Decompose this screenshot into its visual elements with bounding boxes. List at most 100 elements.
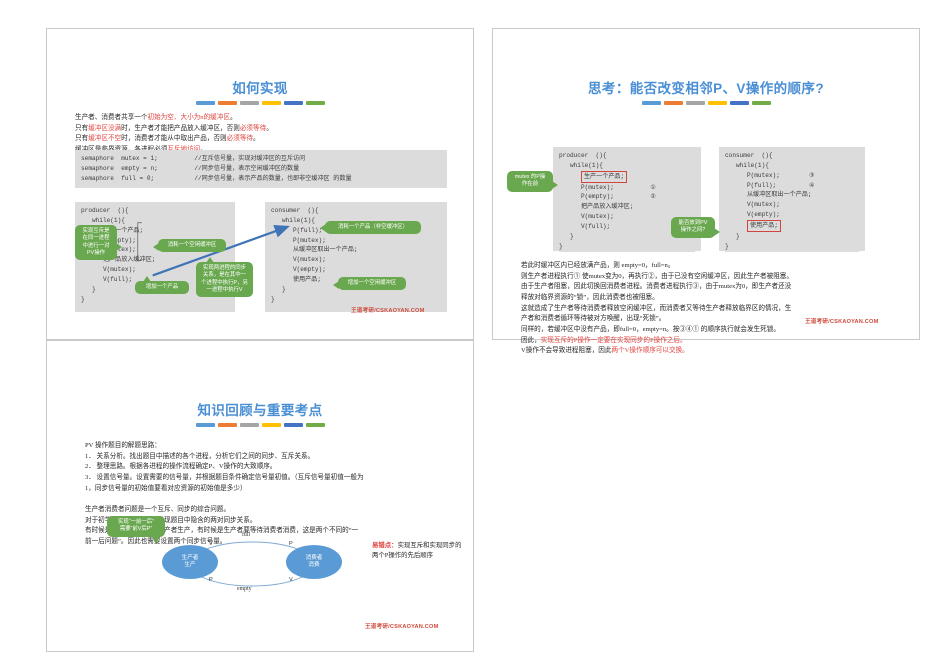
plain-text: 缓冲区是临界资源，各进程必须 [75,146,167,153]
callout-sync-relation-text: 实现两进程的同步 关系，是在其中一 个进程中执行P，另 一进程中执行V [201,265,248,293]
title-deco-bar [283,101,303,105]
plain-text: 这就造成了生产者等待消费者释放空闲缓冲区，而消费者又等待生产者释放临界区的情况，… [521,304,792,312]
callout-consume-product-text: 消耗一个产品（非空缓冲区） [337,224,409,230]
text-line: 产者和消费者循环等待被对方唤醒，出现“死锁”。 [521,314,903,325]
title-deco-bar [217,101,237,105]
text-line: 这就造成了生产者等待消费者释放空闲缓冲区，而消费者又等待生产者释放临界区的情况，… [521,304,903,315]
plain-text: 只有 [75,124,89,132]
text-line: 1． 关系分析。找出题目中描述的各个进程，分析它们之间的同步、互斥关系。 [85,452,315,460]
code-line: P(mutex); ① [559,183,656,191]
plain-text: 。 [229,114,237,121]
slide3-title: 知识回顾与重要考点 [197,403,323,418]
code-line: V(mutex); [725,201,780,209]
diagram-pv-bottom-left: P [209,577,213,583]
code-line: P(full); ④ [725,181,815,189]
highlighted-text: 必须等待 [239,124,267,132]
callout-add-empty-buffer-text: 增加一个空闲缓冲区 [347,280,397,286]
callout-mutex-pv-pair: 实现互斥是 在同一进程 中进行一对 PV操作 [75,225,122,261]
code-line: while(1){ [559,161,603,169]
plain-text: 若此时缓冲区内已经放满产品，则 empty=0，full=n。 [521,262,675,269]
highlighted-text: 初始为空、大小为n的缓冲区 [147,114,230,121]
plain-text: V操作不会导致进程阻塞，因此 [521,347,612,355]
slide-how-to-implement: 如何实现 生产者、消费者共享一个初始为空、大小为n的缓冲区。只有缓冲区没满时，生… [46,28,474,340]
diagram-node-producer-label: 生产者 生产 [181,555,199,568]
highlighted-text: 缓冲区不空 [88,135,122,143]
code-line: P(mutex); ③ [725,171,815,179]
text-line: 同样的，若缓冲区中没有产品，即full=0，empty=n。按③④① 的顺序执行… [521,325,903,336]
slide2-producer-code-lines: producer (){ while(1){ 生产一个产品; P(mutex);… [559,151,695,252]
title-deco-bar [641,101,661,105]
code-line: P(empty); ② [559,193,656,201]
callout-tail-icon [153,243,159,251]
slide1-title-decoration [47,101,473,105]
text-line: 若此时缓冲区内已经放满产品，则 empty=0，full=n。 [521,261,903,272]
text-line: 3． 设置信号量。设置需要的信号量，并根据题目条件确定信号量初值。（互斥信号量初… [85,474,364,482]
plain-text: 。 [253,135,260,143]
title-deco-bar [239,101,259,105]
slide1-watermark: 王道考研/CSKAOYAN.COM [351,308,425,314]
highlighted-code-fragment: 使用产品; [746,220,781,232]
text-line: 1，同步信号量的初始值要看对应资源的初始值是多少） [85,484,247,492]
slide3-producer-consumer-diagram: 生产者 生产 消费者 消费 full empty V P P V [152,519,352,609]
diagram-label-empty: empty [237,586,252,592]
code-line: } [559,242,563,250]
text-line: 因此，实现互斥的P操作一定要在实现同步的P操作之后。 [521,336,903,347]
slide3-error-prone-note: 易错点：实现互斥和实现同步的两个P操作的先后顺序 [372,541,467,561]
callout-tail-icon [333,281,339,289]
callout-add-empty-buffer: 增加一个空闲缓冲区 [333,277,406,291]
plain-text: 时，消费者才能从中取出产品，否则 [121,135,227,143]
text-line: 有时候是消费者需要等待生产者生产，有时候是生产者要等待消费者消费，这是两个不同的… [85,527,359,535]
slide2-watermark: 王道考研/CSKAOYAN.COM [805,319,879,325]
title-deco-bar [239,423,259,427]
code-line: } [559,232,574,240]
title-deco-bar [195,423,215,427]
highlighted-text: 互斥地访问 [167,146,200,153]
text-line: 对于初学者来说最难的是发现题目中隐含的两对同步关系。 [85,516,257,524]
highlighted-text: 两个V操作顺序可以交换。 [611,347,689,355]
slide1-intro-text: 生产者、消费者共享一个初始为空、大小为n的缓冲区。只有缓冲区没满时，生产者才能把… [75,113,447,156]
slide2-producer-code: producer (){ while(1){ 生产一个产品; P(mutex);… [553,147,701,252]
slide3-watermark: 王道考研/CSKAOYAN.COM [365,624,439,630]
callout-tail-icon [552,180,558,189]
callout-mutex-p-first-text: mutex 的P操 作在前 [514,174,546,188]
callout-consume-empty-buffer: 消耗一个空闲缓冲区 [153,239,226,253]
callout-tail-icon [116,243,122,251]
callout-tail-icon [320,224,326,232]
callout-add-product-text: 增加一个产品 [145,284,179,290]
diagram-label-full: full [242,532,251,538]
callout-add-product: 增加一个产品 [135,276,189,295]
code-line: 使用产品; [725,220,859,232]
callout-consume-empty-buffer-text: 消耗一个空闲缓冲区 [167,242,217,248]
diagram-pv-bottom-right: V [289,577,293,583]
callout-tail-icon [143,276,151,282]
code-line: } [725,232,740,240]
diagram-node-consumer-label: 消费者 消费 [305,555,323,568]
title-deco-bar [261,423,281,427]
slide1-semaphore-declarations: semaphore mutex = 1; //互斥信号量，实现对缓冲区的互斥访问… [75,150,447,188]
code-line: consumer (){ [725,152,773,159]
slide3-note-highlight: 易错点： [372,542,398,549]
code-indent [559,173,581,180]
text-line: 只有缓冲区没满时，生产者才能把产品放入缓冲区，否则必须等待。 [75,124,447,135]
slide1-title: 如何实现 [232,81,288,96]
title-deco-bar [217,423,237,427]
plain-text: 。 [266,124,273,132]
title-deco-bar [663,101,683,105]
callout-between-pv: 能否放到PV 操作之间? [671,217,720,238]
callout-tail-icon [714,227,720,236]
code-line: V(full); [559,223,611,231]
text-line: 只有缓冲区不空时，消费者才能从中取出产品，否则必须等待。 [75,134,447,145]
callout-front-v-back-p-text: 实现“一前一后” 需要“前V后P” [118,519,154,533]
title-deco-bar [685,101,705,105]
plain-text: 。 [200,146,207,153]
title-deco-bar [729,101,749,105]
text-line: PV 操作题目的解题思路： [85,442,161,449]
callout-tail-icon [206,257,214,263]
text-line: 生产者消费者问题是一个互斥、同步的综合问题。 [85,506,231,514]
slide2-title-decoration [493,101,919,105]
title-deco-bar [707,101,727,105]
plain-text: 由于生产者阻塞，因此切换回消费者进程。消费者进程执行③，由于mutex为0，即生… [521,283,792,291]
highlighted-text: 缓冲区没满 [88,124,122,132]
callout-consume-product: 消耗一个产品（非空缓冲区） [320,221,421,235]
